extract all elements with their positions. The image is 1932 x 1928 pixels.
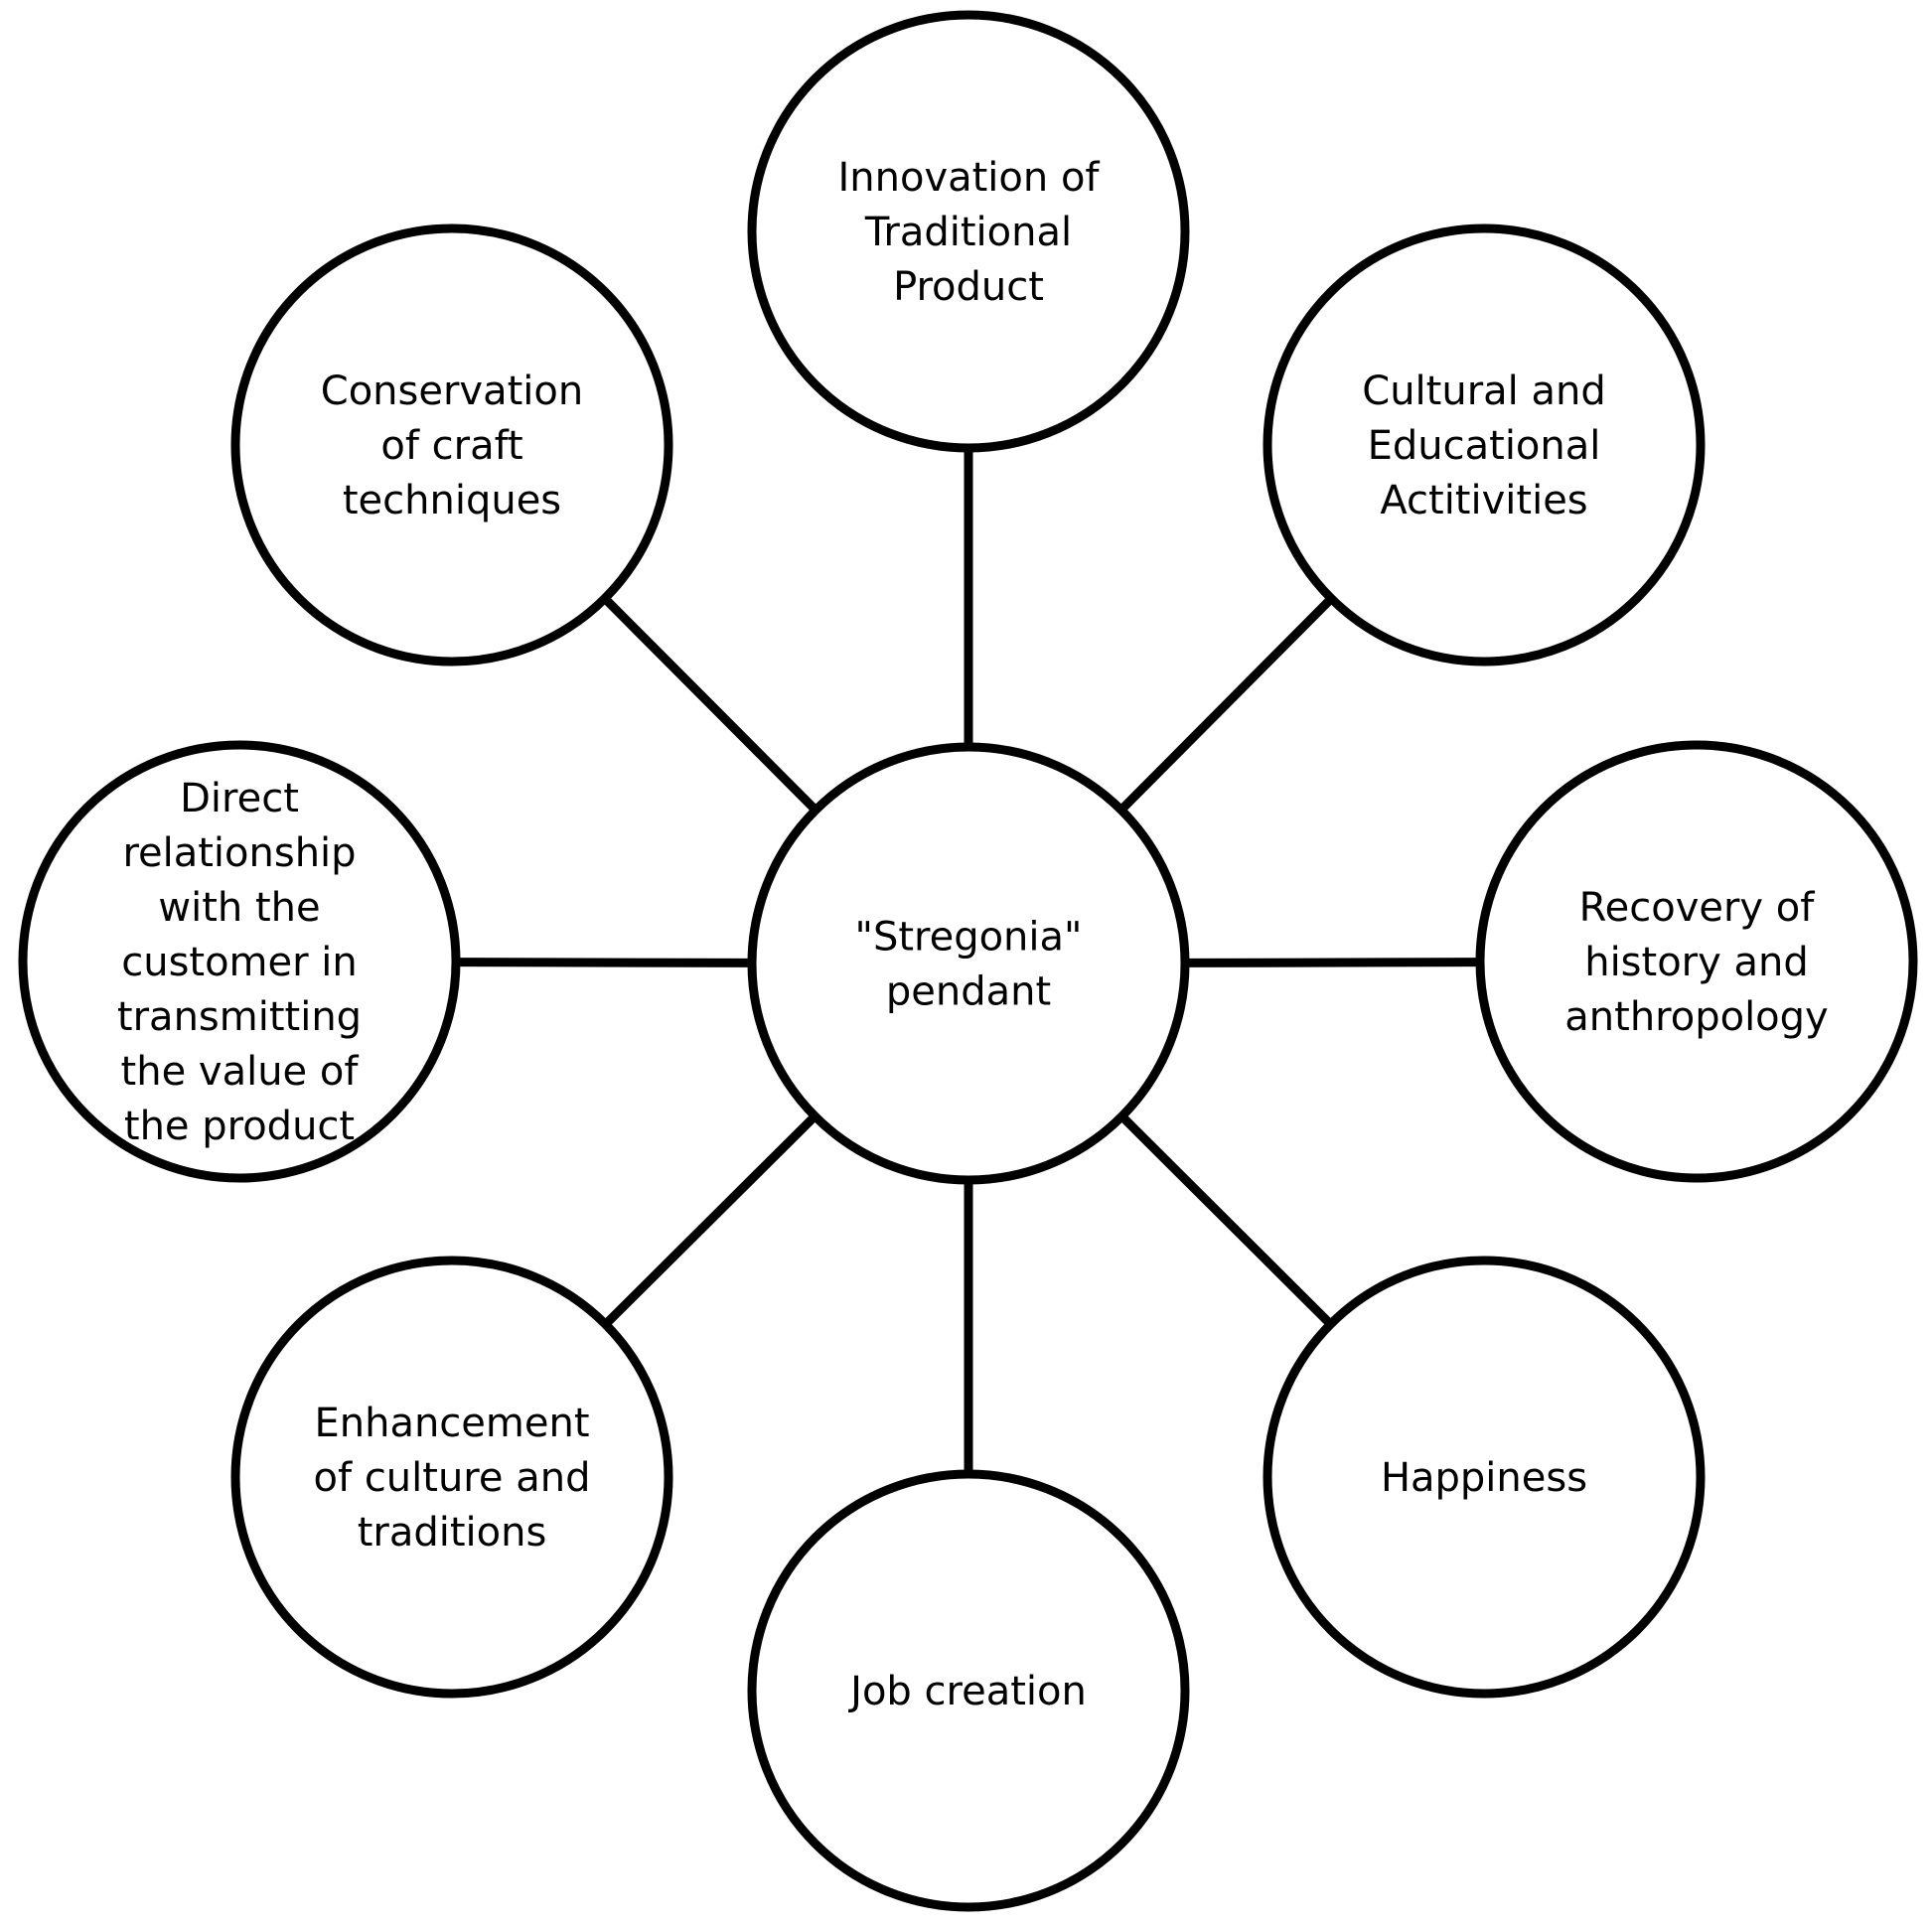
connectors [455,448,1481,1474]
node-enhancement: Enhancement of culture and traditions [230,1256,673,1699]
node-conservation-label-line: of craft [380,423,522,469]
node-recovery-label: Recovery of history and anthropology [1564,885,1828,1040]
center-node-label: "Stregonia" pendant [855,915,1083,1015]
node-job-creation-circle [747,1469,1190,1912]
center-node-label-line: pendant [886,969,1051,1015]
connector-direct-relationship [455,958,753,967]
node-happiness-label: Happiness [1381,1455,1587,1501]
node-innovation-label-line: Traditional [864,210,1072,255]
connector-enhancement [602,1112,818,1328]
connector-cultural-educational [1117,595,1335,814]
node-recovery-label-line: anthropology [1564,994,1828,1040]
node-recovery-circle [1475,740,1918,1183]
node-direct-relationship-label-line: the value of [121,1049,360,1095]
node-direct-relationship-label-line: Direct [180,776,299,821]
node-conservation: Conservation of craft techniques [230,223,673,667]
node-direct-relationship-label-line: the product [124,1104,355,1149]
node-job-creation-label: Job creation [847,1669,1087,1714]
connector-recovery [1184,958,1481,967]
node-conservation-label-line: techniques [343,478,561,523]
node-enhancement-circle [230,1256,673,1699]
node-conservation-label-line: Conservation [321,369,583,414]
connector-conservation [601,595,819,814]
center-node: "Stregonia" pendant [747,742,1190,1185]
node-job-creation-label-line: Job creation [847,1669,1087,1714]
nodes: "Stregonia" pendant Innovation of Tradition… [18,10,1918,1912]
node-recovery: Recovery of history and anthropology [1475,740,1918,1183]
center-node-label-line: "Stregonia" [855,915,1083,961]
node-direct-relationship-label: Direct relationship with the customer in tra… [117,776,362,1149]
node-happiness-label-line: Happiness [1381,1455,1587,1501]
node-conservation-circle [230,223,673,667]
node-enhancement-label-line: Enhancement [314,1401,589,1446]
node-innovation-label-line: Product [893,264,1044,310]
node-innovation-circle [747,10,1190,453]
node-conservation-label: Conservation of craft techniques [321,369,583,523]
node-cultural-educational-label-line: Educational [1368,423,1601,469]
node-cultural-educational-label-line: Actitivities [1380,478,1587,523]
node-enhancement-label: Enhancement of culture and traditions [314,1401,591,1556]
node-recovery-label-line: Recovery of [1579,885,1816,931]
node-happiness: Happiness [1263,1256,1706,1699]
node-recovery-label-line: history and [1584,940,1809,985]
node-innovation-label-line: Innovation of [837,155,1100,201]
center-node-circle [747,742,1190,1185]
node-happiness-circle [1263,1256,1706,1699]
node-cultural-educational-circle [1263,223,1706,667]
node-direct-relationship-label-line: with the [158,885,320,931]
connector-happiness [1118,1112,1334,1328]
node-enhancement-label-line: of culture and [314,1455,591,1501]
node-direct-relationship: Direct relationship with the customer in tra… [18,740,461,1183]
node-direct-relationship-label-line: transmitting [117,994,362,1040]
node-job-creation: Job creation [747,1469,1190,1912]
node-direct-relationship-label-line: relationship [122,830,356,876]
node-direct-relationship-circle [18,740,461,1183]
node-direct-relationship-label-line: customer in [121,940,358,985]
node-enhancement-label-line: traditions [358,1510,547,1556]
node-cultural-educational-label-line: Cultural and [1362,369,1605,414]
